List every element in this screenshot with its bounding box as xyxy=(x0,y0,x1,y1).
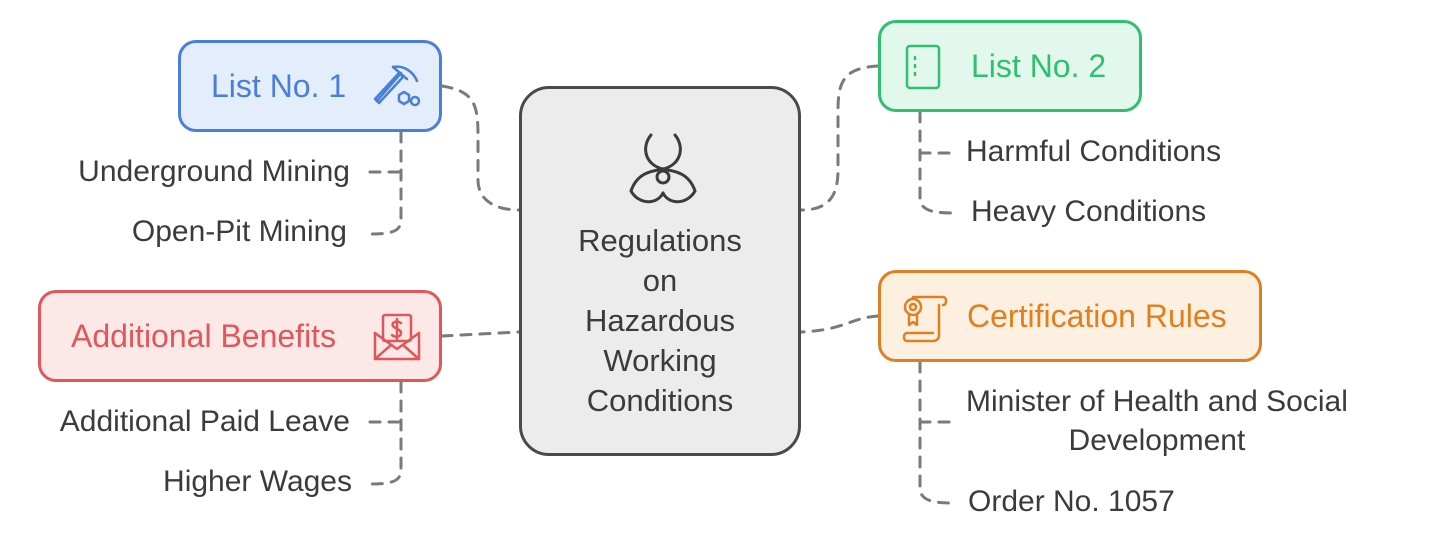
list1-item-2: Open-Pit Mining xyxy=(131,215,347,248)
list2-node[interactable]: List No. 2 xyxy=(878,20,1142,112)
connector-list1-items xyxy=(368,130,403,236)
biohazard-icon xyxy=(629,133,697,204)
notebook-icon xyxy=(905,44,941,90)
benefits-node[interactable]: Additional Benefits xyxy=(38,290,442,382)
list1-node[interactable]: List No. 1 xyxy=(178,40,442,132)
list1-label: List No. 1 xyxy=(211,67,347,104)
certification-item-1: Minister of Health and Social Developmen… xyxy=(966,385,1348,457)
certificate-scroll-icon xyxy=(902,295,948,343)
certification-label: Certification Rules xyxy=(967,297,1227,334)
list1-item-1: Underground Mining xyxy=(78,155,350,188)
connector-list1 xyxy=(440,84,521,212)
connector-benefits xyxy=(440,330,521,338)
list2-item-2: Heavy Conditions xyxy=(971,195,1207,228)
benefits-label: Additional Benefits xyxy=(71,317,337,354)
benefits-item-2: Higher Wages xyxy=(163,465,352,498)
list2-item-1: Harmful Conditions xyxy=(966,135,1222,168)
certification-node[interactable]: Certification Rules xyxy=(878,270,1262,362)
connector-benefits-items xyxy=(368,380,403,486)
pickaxe-gear-icon xyxy=(373,65,421,107)
connector-list2-items xyxy=(918,110,954,215)
connector-certification-items xyxy=(918,360,954,505)
list2-label: List No. 2 xyxy=(971,47,1107,84)
envelope-dollar-icon xyxy=(373,313,421,361)
benefits-item-1: Additional Paid Leave xyxy=(59,405,350,438)
connector-list2 xyxy=(799,64,880,212)
connector-certification xyxy=(799,314,880,334)
center-title: Regulations on Hazardous Working Conditi… xyxy=(578,223,742,418)
certification-item-2: Order No. 1057 xyxy=(968,485,1175,518)
center-topic-node[interactable]: Regulations on Hazardous Working Conditi… xyxy=(519,86,801,456)
